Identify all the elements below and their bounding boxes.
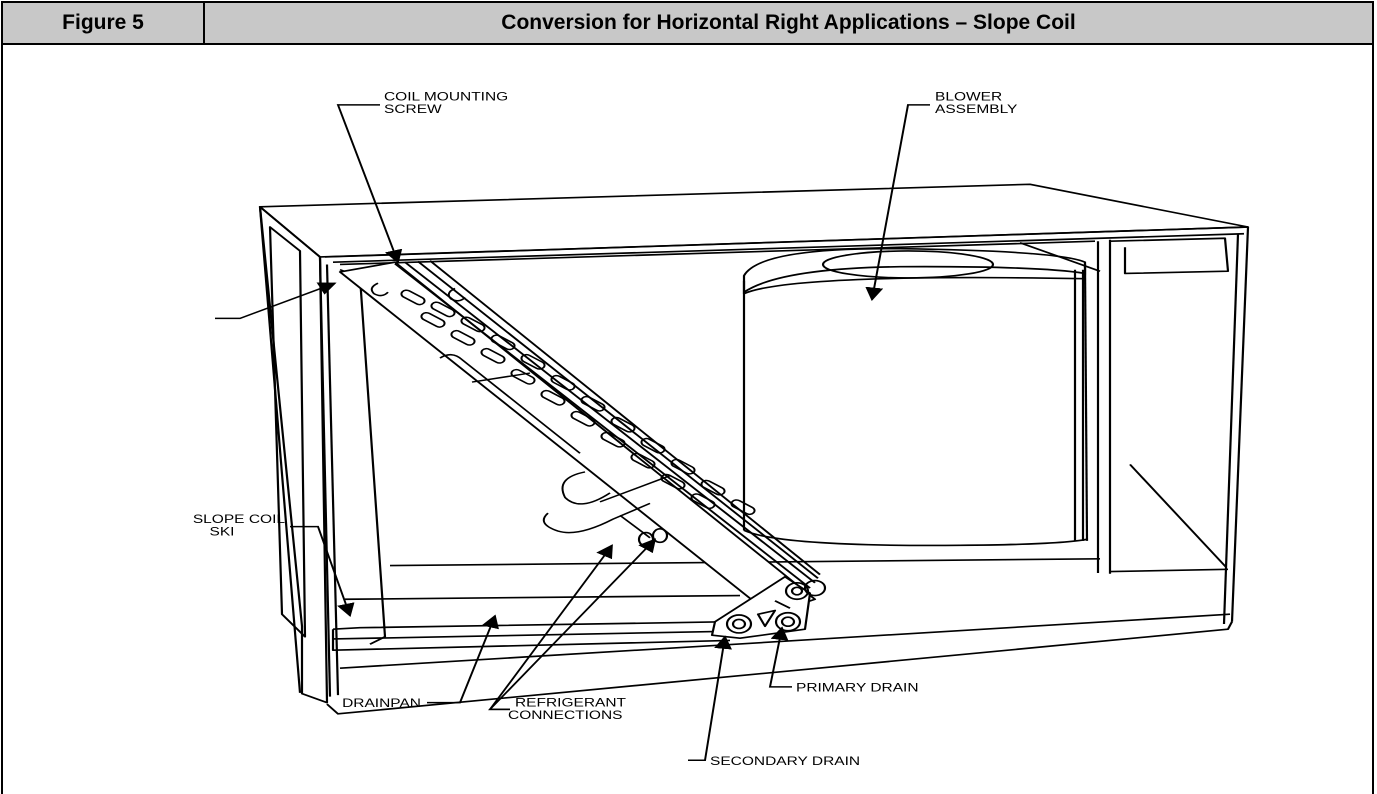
label-blower-assembly-2: ASSEMBLY xyxy=(935,103,1017,116)
air-handler-illustration: COIL MOUNTING SCREW BLOWER ASSEMBLY SLOP… xyxy=(193,90,1250,767)
label-secondary-drain: SECONDARY DRAIN xyxy=(710,755,860,768)
label-primary-drain: PRIMARY DRAIN xyxy=(796,681,919,694)
cabinet xyxy=(258,183,1250,715)
blower-assembly xyxy=(742,241,1101,547)
leader-lines xyxy=(215,104,930,762)
figure-number: Figure 5 xyxy=(3,3,205,43)
label-drainpan: DRAINPAN xyxy=(342,697,421,710)
label-coil-mounting-screw-2: SCREW xyxy=(384,103,442,116)
figure-frame xyxy=(1,43,1374,794)
figure-header: Figure 5 Conversion for Horizontal Right… xyxy=(1,1,1374,45)
drainpan xyxy=(331,575,827,652)
label-refrigerant-connections-2: CONNECTIONS xyxy=(508,709,622,722)
label-slope-coil-ski-1: SLOPE COIL xyxy=(193,513,286,526)
figure-title: Conversion for Horizontal Right Applicat… xyxy=(501,11,1076,34)
slope-coil xyxy=(338,260,821,616)
label-blower-assembly-1: BLOWER xyxy=(935,90,1002,103)
label-refrigerant-connections-1: REFRIGERANT xyxy=(515,696,627,709)
callout-labels: COIL MOUNTING SCREW BLOWER ASSEMBLY SLOP… xyxy=(193,90,1018,767)
label-coil-mounting-screw-1: COIL MOUNTING xyxy=(384,90,508,103)
label-slope-coil-ski-2: SKI xyxy=(210,525,235,538)
